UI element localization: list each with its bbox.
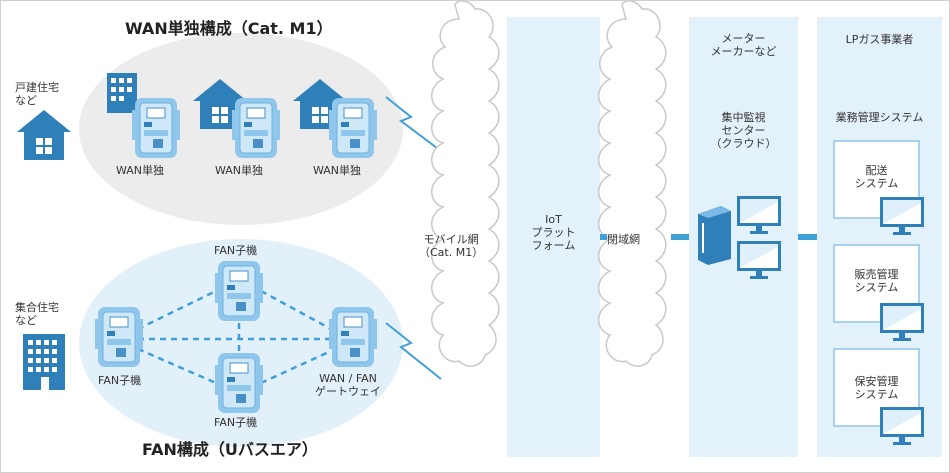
wan-meter-label: WAN単独 xyxy=(116,164,165,177)
fan-child-label: FAN子機 xyxy=(98,374,142,387)
wan-meter-label: WAN単独 xyxy=(215,164,264,177)
gateway-label: WAN / FAN ゲートウェイ xyxy=(315,372,381,398)
center-label: 集中監視 センター （クラウド） xyxy=(710,111,777,150)
safety-system-label: 保安管理 システム xyxy=(854,375,899,401)
fan-gateway-meter-icon xyxy=(328,306,378,368)
fan-child-meter-icon xyxy=(214,352,264,414)
fan-child-label: FAN子機 xyxy=(214,416,258,429)
mobile-network-label: モバイル網 （Cat. M1） xyxy=(419,233,484,259)
iot-platform-label: IoT プラット フォーム xyxy=(531,213,576,252)
connector-iot-closed xyxy=(600,234,607,240)
wan-meter-icon xyxy=(231,97,281,159)
detached-house-label: 戸建住宅 など xyxy=(15,81,59,107)
connector-closed-center xyxy=(671,234,689,240)
sales-system-label: 販売管理 システム xyxy=(854,268,899,294)
fan-title: FAN構成（Uバスエア） xyxy=(142,440,318,459)
apartment-label: 集合住宅 など xyxy=(15,301,59,327)
wireless-signal-icon xyxy=(385,322,442,380)
maker-header: メーター メーカーなど xyxy=(710,32,777,58)
wan-meter-icon xyxy=(131,97,181,159)
business-system-label: 業務管理システム xyxy=(835,111,924,124)
wan-meter-icon xyxy=(328,97,378,159)
delivery-system-label: 配送 システム xyxy=(854,164,899,190)
building-icon xyxy=(107,73,137,113)
closed-network-label: 閉域網 xyxy=(607,233,640,246)
apartment-icon xyxy=(23,334,65,390)
closed-network-cloud xyxy=(598,1,667,367)
wan-title: WAN単独構成（Cat. M1） xyxy=(125,19,333,38)
lpgas-header: LPガス事業者 xyxy=(845,33,914,46)
fan-child-meter-icon xyxy=(214,260,264,322)
wan-meter-label: WAN単独 xyxy=(313,164,362,177)
detached-house-icon xyxy=(17,110,71,160)
iot-platform-panel xyxy=(507,17,600,457)
fan-group-ellipse xyxy=(79,239,403,447)
mobile-network-cloud xyxy=(431,1,500,367)
server-icon xyxy=(698,206,731,265)
fan-child-meter-icon xyxy=(94,306,144,368)
connector-center-lpgas xyxy=(798,234,817,240)
fan-mesh-links xyxy=(137,289,332,385)
fan-child-label: FAN子機 xyxy=(214,244,258,257)
wireless-signal-icon xyxy=(385,96,442,152)
